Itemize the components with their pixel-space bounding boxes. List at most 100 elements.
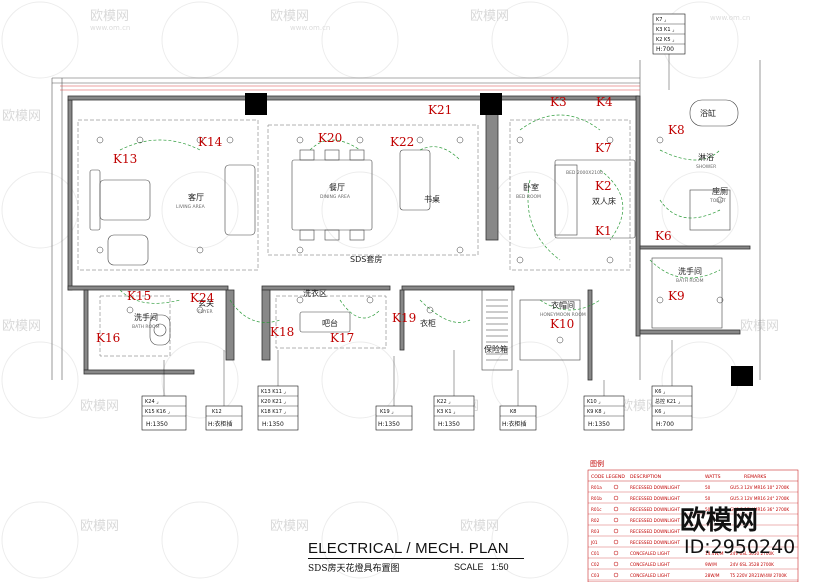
k-label-9: K9: [668, 289, 685, 303]
legend-header-remarks: REMARKS: [744, 474, 766, 480]
k-label-4: K4: [596, 95, 613, 109]
room-bedroom-en: BED ROOM: [516, 194, 541, 200]
switch-boxes-bottom: K24 ⌟ K15 K16 ⌟ H:1350 K12 H:衣柜插 K13 K11…: [141, 340, 693, 431]
legend-code: C03: [591, 573, 600, 578]
room-bed-en: BED 2000X2100: [566, 170, 603, 176]
legend-symbol-icon: [613, 539, 619, 545]
legend-watts: 28W/M: [705, 573, 720, 578]
circuit-labels: K1 K2 K3 K4 K6 K7 K8 K9 K10 K13 K14 K15 …: [96, 95, 685, 345]
sw-top-row-3: K2 K5 ⌟: [656, 37, 674, 43]
plan-subtitle: SDS房天花燈具布置图: [308, 564, 400, 574]
room-foyer-en: FOYER: [198, 309, 213, 315]
legend-desc: RECESSED DOWNLIGHT: [630, 518, 680, 523]
switch-box-7: K10 ⌟ K9 K8 ⌟ H:1350: [583, 395, 625, 431]
switch-box-6: K8 H:衣柜插: [499, 405, 537, 431]
sw8-row-1: K6 ⌟: [655, 389, 665, 395]
room-closet: 衣柜: [420, 318, 436, 328]
legend-symbol-icon: [613, 561, 619, 567]
sw-top-height: H:700: [656, 46, 674, 53]
scale-value: 1:50: [491, 562, 509, 572]
legend-watts: 50: [705, 507, 711, 512]
sw1-row-1: K24 ⌟: [145, 399, 159, 405]
room-labels: 客厅 LIVING AREA 餐厅 DINING AREA 书桌 卧室 BED …: [132, 108, 728, 354]
legend-symbol-icon: [613, 506, 619, 512]
walls: [67, 95, 751, 381]
k-label-10: K10: [550, 317, 574, 331]
room-study: 书桌: [424, 194, 440, 204]
closet-hatch: [486, 299, 508, 361]
k-label-18: K18: [270, 325, 294, 339]
room-toilet: 座厕: [712, 186, 728, 196]
k-label-14: K14: [198, 135, 223, 149]
room-bed: 双人床: [592, 196, 616, 206]
light-fixtures: [96, 136, 724, 344]
wm-brand-10: 欧模网: [80, 519, 119, 534]
legend-watts: 50: [705, 496, 711, 501]
switch-box-top: K7 ⌟ K3 K1 ⌟ K2 K5 ⌟ H:700: [652, 13, 686, 90]
room-bath-left: 洗手间: [134, 312, 158, 322]
wm-brand-9: 欧模网: [620, 399, 659, 414]
sw5-height: H:1350: [438, 421, 460, 428]
legend-code: R03: [591, 529, 600, 534]
title-block: ELECTRICAL / MECH. PLAN SDS房天花燈具布置图 SCAL…: [308, 540, 524, 574]
room-bath-right-en: BATH ROOM: [676, 278, 704, 284]
room-toilet-en: TOILET: [709, 198, 726, 204]
sw6-row-1: K8: [510, 409, 516, 415]
legend-watts: 50: [705, 485, 711, 490]
scale-label: SCALE 1:50: [454, 562, 509, 572]
sw5-row-1: K22 ⌟: [437, 399, 451, 405]
sw4-height: H:1350: [378, 421, 400, 428]
room-bathtub: 浴缸: [700, 108, 716, 118]
exterior-red-lines: [60, 85, 640, 91]
legend-title: 图例: [590, 459, 604, 468]
wm-brand-1: 欧模网: [90, 9, 129, 24]
wm-brand-4: 欧模网: [2, 109, 41, 124]
switch-box-4: K19 ⌟ H:1350: [375, 405, 413, 431]
sw2-row-1: K12: [212, 409, 222, 415]
legend-header-desc: DESCRIPTION: [630, 474, 661, 480]
k-label-19: K19: [392, 311, 416, 325]
legend-desc: RECESSED DOWNLIGHT: [630, 540, 680, 545]
k-label-6: K6: [655, 229, 672, 243]
watermark-brand: 欧模网: [680, 506, 759, 536]
sw7-height: H:1350: [588, 421, 610, 428]
sw3-row-2: K20 K21 ⌟: [261, 399, 286, 405]
k-label-7: K7: [595, 141, 612, 155]
legend-desc: RECESSED DOWNLIGHT: [630, 485, 680, 490]
room-dining: 餐厅: [329, 183, 345, 192]
k-label-17: K17: [330, 331, 354, 345]
sw1-height: H:1350: [146, 421, 168, 428]
room-shower: 淋浴: [698, 152, 714, 162]
room-dining-en: DINING AREA: [320, 194, 351, 200]
ceiling-zones: [77, 119, 631, 357]
switch-box-5: K22 ⌟ K3 K1 ⌟ H:1350: [433, 395, 475, 431]
room-safe: 保险箱: [484, 344, 508, 354]
legend-header-code: CODE: [591, 474, 604, 480]
sw7-row-1: K10 ⌟: [587, 399, 601, 405]
legend-remarks: GU5.3 12V MR16 24° 2700K: [730, 496, 789, 501]
wm-site-1: www.om.cn: [90, 24, 130, 32]
room-bath-right: 洗手间: [678, 266, 702, 276]
switch-box-2: K12 H:衣柜插: [205, 405, 243, 431]
legend-header-legend: LEGEND: [606, 474, 625, 480]
legend-code: J01: [590, 540, 598, 545]
k-label-1: K1: [595, 224, 612, 238]
legend-header-watts: WATTS: [705, 474, 721, 480]
watermark-text: 欧模网 www.om.cn 欧模网 www.om.cn 欧模网 www.om.c…: [2, 9, 779, 534]
legend-remarks: 24V 6SL 5050 2700K: [730, 551, 774, 556]
sw6-height: H:衣柜插: [502, 420, 527, 428]
k-label-24: K24: [190, 291, 215, 305]
sw3-row-3: K18 K17 ⌟: [261, 409, 286, 415]
sw-top-row-2: K3 K1 ⌟: [656, 27, 674, 33]
watermark-id: ID:2950240: [684, 536, 796, 558]
legend-symbol-icon: [613, 495, 619, 501]
